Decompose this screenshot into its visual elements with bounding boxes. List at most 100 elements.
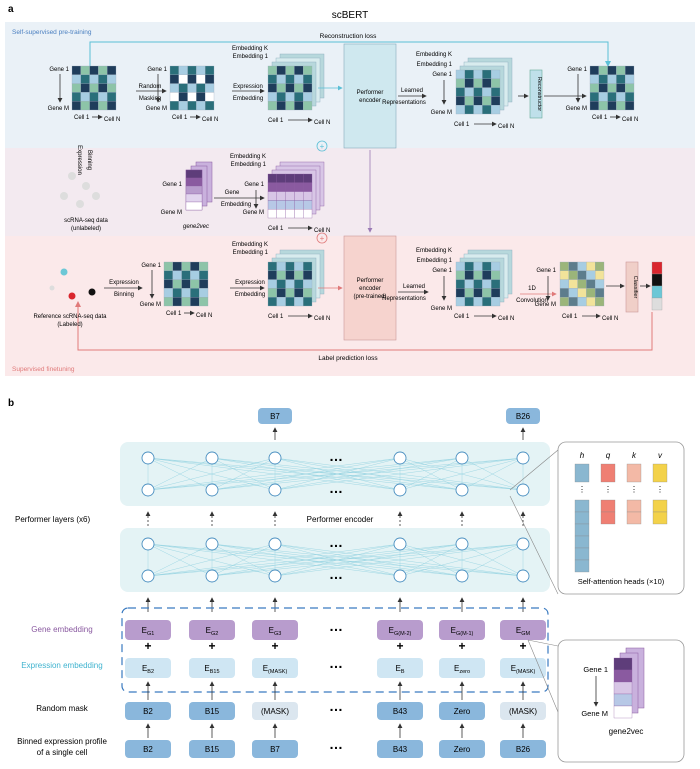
random-mask-token-4: Zero xyxy=(439,702,485,720)
heatmap-cell xyxy=(303,65,313,75)
heatmap-cell xyxy=(71,74,81,84)
random-mask-token-1: B15 xyxy=(189,702,235,720)
masking-label: Masking xyxy=(139,96,161,102)
performer-pretrained-label-2: encoder xyxy=(359,286,381,292)
conv-cell xyxy=(568,270,578,280)
gene-embedding-token-4-bg xyxy=(439,620,485,640)
row3-emb-cell-n: Cell N xyxy=(314,316,330,322)
head-v-cell xyxy=(652,511,668,525)
node-top xyxy=(393,537,407,551)
gene2vec-gene-1: Gene 1 xyxy=(162,182,182,188)
plus-icon-pretrain xyxy=(316,140,328,152)
heatmap-cell xyxy=(294,74,304,84)
row3-out-embedding-1: Embedding 1 xyxy=(417,258,453,264)
node-bottom xyxy=(141,569,155,583)
recon-gene-1-label: Gene 1 xyxy=(567,67,587,73)
conv-cell xyxy=(577,297,587,307)
expression-embedding-token-4-label: Ezero xyxy=(454,664,470,675)
heatmap-cell xyxy=(473,69,483,79)
input-gene-m-label: Gene M xyxy=(48,106,69,112)
attention-link xyxy=(147,457,276,491)
expression-label: Expression xyxy=(233,84,263,90)
heatmap-cell xyxy=(89,74,99,84)
heatmap-cell xyxy=(267,83,277,93)
heatmap-cell xyxy=(267,74,277,84)
heatmap-cell xyxy=(89,92,99,102)
row3-expression-label: Expression xyxy=(109,280,139,286)
binned-token-3-label: B43 xyxy=(393,745,408,754)
node-bottom xyxy=(205,483,219,497)
heatmap-cell xyxy=(187,74,197,84)
gene-embedding-token-1-label: EG2 xyxy=(206,626,219,637)
gene-embedding-token-2-bg xyxy=(252,620,298,640)
row3-embedding-label: Embedding xyxy=(235,292,265,298)
attention-link xyxy=(211,543,276,577)
heatmap-cell xyxy=(181,279,191,289)
binned-token-5-bg xyxy=(500,740,546,758)
performer-layer-bottom-ellipsis-top: … xyxy=(329,534,343,550)
row3-out-cell-n: Cell N xyxy=(498,316,514,322)
random-mask-token-1-label: B15 xyxy=(205,707,220,716)
unlabeled-cell-dot xyxy=(92,192,100,200)
heatmap-cell xyxy=(276,65,286,75)
expression-embedding-token-3-bg xyxy=(377,658,423,678)
heatmap-cell xyxy=(169,74,179,84)
heatmap-cell xyxy=(598,83,608,93)
performer-layer-bottom: …… xyxy=(120,528,550,592)
gene-embedding-cell xyxy=(303,209,313,219)
heatmap-cell xyxy=(181,297,191,307)
random-mask-token-3-bg xyxy=(377,702,423,720)
heatmap-cell xyxy=(482,69,492,79)
gene2vec-cell xyxy=(185,201,203,211)
gene-embedding-cell xyxy=(267,182,277,192)
row-ellipsis-2: … xyxy=(329,698,343,714)
heatmap-cell xyxy=(196,65,206,75)
expression-embedding-token-1-label: EB15 xyxy=(204,664,219,675)
heatmap-cell xyxy=(482,297,492,307)
conv-cell xyxy=(586,261,596,271)
gene2vec-cell xyxy=(185,185,203,195)
conv-cell-n: Cell N xyxy=(602,316,618,322)
heatmap-cell xyxy=(181,270,191,280)
performer-layer-top-ellipsis-top: … xyxy=(329,448,343,464)
heatmap-cell xyxy=(607,83,617,93)
heatmap-cell xyxy=(178,65,188,75)
input-gene-1-label: Gene 1 xyxy=(49,67,69,73)
conv-gene-1: Gene 1 xyxy=(536,268,556,274)
attention-link xyxy=(211,543,524,577)
gene-embedding-token-5-label: EGM xyxy=(516,626,531,637)
heatmap-cell xyxy=(482,279,492,289)
heatmap-cell xyxy=(163,297,173,307)
learned-stack-front xyxy=(455,69,501,115)
plus-sign-0: + xyxy=(144,639,151,653)
gene-label: Gene xyxy=(225,190,240,196)
attention-link xyxy=(399,457,524,491)
heatmap-cell xyxy=(107,74,117,84)
heatmap-cell xyxy=(294,288,304,298)
expression-embedding-token-5-bg xyxy=(500,658,546,678)
heatmap-cell xyxy=(98,74,108,84)
conv-gene-m: Gene M xyxy=(535,302,556,308)
gene-embedding-cell xyxy=(276,173,286,183)
gene-embedding-cell xyxy=(294,200,304,210)
gene2vec-b-caption: gene2vec xyxy=(609,727,644,736)
node-top xyxy=(205,537,219,551)
heatmap-cell xyxy=(294,270,304,280)
head-q-label: q xyxy=(606,451,611,460)
heatmap-cell xyxy=(464,69,474,79)
row1-out-gene-1: Gene 1 xyxy=(432,72,452,78)
random-mask-token-5-bg xyxy=(500,702,546,720)
heatmap-cell xyxy=(172,288,182,298)
heatmap-cell xyxy=(199,297,209,307)
attention-link xyxy=(147,457,213,491)
heatmap-cell xyxy=(89,65,99,75)
heatmap-cell xyxy=(303,288,313,298)
heatmap-cell xyxy=(455,270,465,280)
plus-sign-2: + xyxy=(271,639,278,653)
conv-cell xyxy=(595,270,605,280)
binned-token-2: B7 xyxy=(252,740,298,758)
heatmap-cell xyxy=(607,101,617,111)
expression-embedding-token-2-bg xyxy=(252,658,298,678)
zoom-line-top xyxy=(509,449,559,491)
attention-link xyxy=(399,543,524,577)
